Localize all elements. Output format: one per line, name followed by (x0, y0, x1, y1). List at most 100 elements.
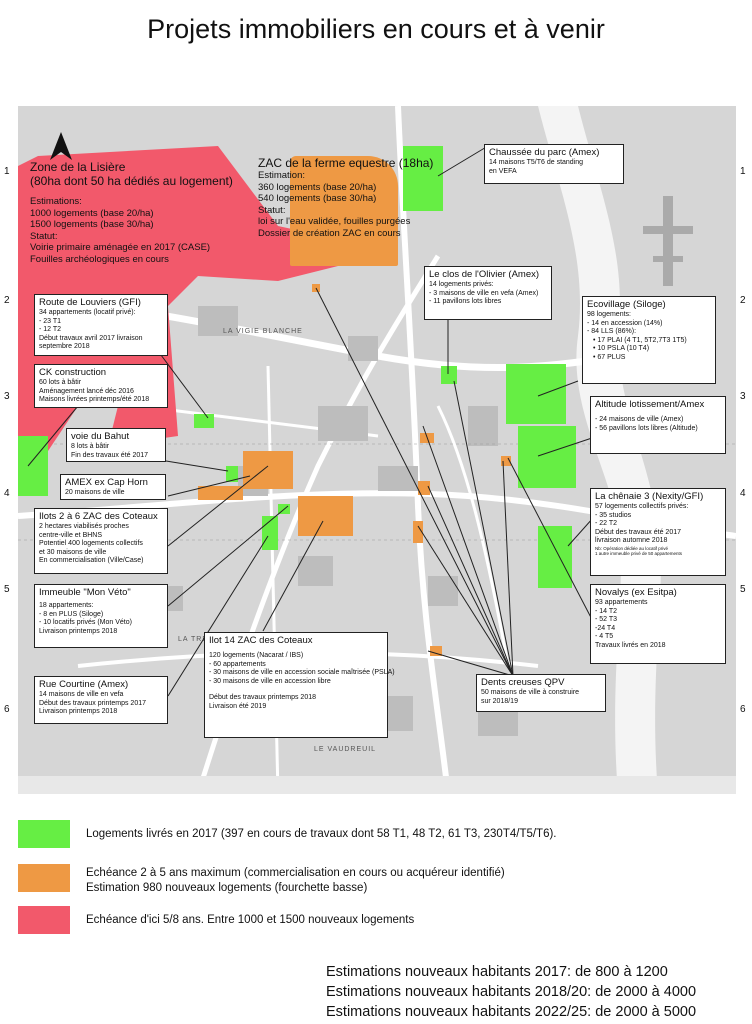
grid-row-label: 2 (740, 295, 746, 306)
callout-line: Début travaux avril 2017 livraison (39, 334, 143, 342)
project-lisiere[interactable]: Zone de la Lisière (80ha dont 50 ha dédi… (30, 160, 233, 265)
callout-line: 93 appartements (595, 599, 648, 606)
callout-line: 14 maisons de ville en vefa (39, 691, 124, 698)
callout-ck[interactable]: CK construction 60 lots à bâtir Aménagem… (34, 364, 168, 408)
grid-row-label: 1 (4, 166, 10, 177)
legend-text-red: Echéance d'ici 5/8 ans. Entre 1000 et 15… (86, 913, 414, 928)
callout-monveto[interactable]: Immeuble "Mon Véto" 18 appartements: - 8… (34, 584, 168, 648)
grid-row-label: 2 (4, 295, 10, 306)
grid-row-label: 5 (4, 584, 10, 595)
orange-zone-ilot14[interactable] (298, 496, 353, 536)
orange-zone-small-3[interactable] (501, 456, 511, 466)
project-line: Fouilles archéologiques en cours (30, 253, 169, 265)
callout-line: Livraison printemps 2018 (39, 708, 118, 716)
orange-zone-small-7[interactable] (198, 486, 243, 500)
estimate-line: Estimations nouveaux habitants 2018/20: … (326, 984, 697, 1000)
orange-zone-small-5[interactable] (413, 521, 423, 543)
north-arrow-icon (50, 132, 72, 160)
callout-line: 20 maisons de ville (65, 489, 125, 496)
callout-line: Livraison été 2019 (209, 702, 267, 710)
callout-line: Fin des travaux été 2017 (71, 451, 149, 459)
callout-line: • 67 PLUS (593, 353, 626, 361)
page-title: Projets immobiliers en cours et à venir (147, 14, 605, 44)
callout-line: • 10 PSLA (10 T4) (593, 345, 650, 353)
orange-zone-small-2[interactable] (418, 481, 430, 495)
project-line: Estimation: (258, 170, 305, 181)
project-line: Voirie primaire aménagée en 2017 (CASE) (30, 242, 211, 253)
green-zone-olivier[interactable] (441, 366, 457, 384)
callout-line: - 3 maisons de ville en vefa (Amex) (429, 289, 539, 297)
callout-chaussee[interactable]: Chaussée du parc (Amex) 14 maisons T5/T6… (484, 144, 624, 184)
callout-line: Livraison printemps 2018 (39, 627, 118, 635)
callout-title: Novalys (ex Esitpa) (595, 587, 677, 598)
callout-title: Immeuble "Mon Véto" (39, 587, 131, 598)
callout-ilot14[interactable]: Ilot 14 ZAC des Coteaux 120 logements (N… (204, 632, 395, 738)
callout-line: - 84 LLS (86%): (587, 328, 637, 336)
callout-line: 1 autre immeuble privé de 50 appartement… (595, 551, 683, 557)
legend-swatch-red (18, 906, 70, 934)
callout-line (209, 686, 383, 694)
callout-line: - 23 T1 (39, 317, 62, 325)
green-zone-bahut[interactable] (226, 466, 238, 482)
callout-line: -24 T4 (595, 624, 616, 632)
green-zone-chenaie[interactable] (538, 526, 572, 588)
legend-line: Estimation 980 nouveaux logements (fourc… (86, 882, 368, 894)
callout-line: - 24 maisons de ville (Amex) (595, 416, 684, 423)
orange-zone-ilots[interactable] (243, 451, 293, 489)
project-line: (80ha dont 50 ha dédiés au logement) (30, 174, 233, 188)
town-map[interactable]: LA VIGIE BLANCHE LA TRÉSORERIE LE VAUDRE… (18, 106, 736, 794)
callout-novalys[interactable]: Novalys (ex Esitpa) 93 appartements - 14… (590, 584, 726, 664)
callout-courtine[interactable]: Rue Courtine (Amex) 14 maisons de ville … (34, 676, 168, 724)
callout-dents[interactable]: Dents creuses QPV 50 maisons de ville à … (476, 674, 606, 712)
callout-louviers[interactable]: Route de Louviers (GFI) 34 appartements … (34, 294, 168, 356)
callout-line: 2 hectares viabilisés proches (39, 523, 129, 530)
callout-olivier[interactable]: Le clos de l'Olivier (Amex) 14 logements… (424, 266, 552, 320)
legend-text-orange: Echéance 2 à 5 ans maximum (commercialis… (86, 866, 505, 896)
callout-line: • 17 PLAI (4 T1, 5T2,7T3 1T5) (593, 336, 687, 344)
grid-row-label: 6 (4, 704, 10, 715)
callout-line: - 12 T2 (39, 326, 62, 334)
callout-title: CK construction (39, 367, 107, 378)
callout-ecovillage[interactable]: Ecovillage (Siloge) 98 logements: - 14 e… (582, 296, 716, 384)
callout-bahut[interactable]: voie du Bahut 8 lots à bâtir Fin des tra… (66, 428, 166, 462)
callout-amex[interactable]: AMEX ex Cap Horn 20 maisons de ville (60, 474, 166, 500)
green-zone-altitude[interactable] (518, 426, 576, 488)
callout-line: 60 lots à bâtir (39, 379, 82, 386)
green-zone-louviers[interactable] (194, 414, 214, 428)
callout-line: septembre 2018 (39, 343, 90, 351)
callout-line: - 22 T2 (595, 520, 618, 528)
project-line: 1500 logements (base 30/ha) (30, 219, 154, 230)
grid-row-label: 5 (740, 584, 746, 595)
callout-line: - 4 T5 (595, 633, 614, 641)
callout-line: - 52 T3 (595, 616, 618, 624)
callout-line: Début des travaux printemps 2017 (39, 699, 147, 707)
orange-zone-small-6[interactable] (430, 646, 442, 656)
callout-title: AMEX ex Cap Horn (65, 477, 148, 488)
grid-row-label: 4 (740, 488, 746, 499)
orange-zone-ferme[interactable] (290, 156, 398, 266)
project-line: Dossier de création ZAC en cours (258, 227, 401, 239)
callout-line: Travaux livrés en 2018 (595, 641, 666, 649)
callout-chenaie[interactable]: La chênaie 3 (Nexity/GFI) 57 logements c… (590, 488, 726, 576)
callout-line: 14 logements privés: (429, 281, 494, 288)
callout-ilots[interactable]: Ilots 2 à 6 ZAC des Coteaux 2 hectares v… (34, 508, 168, 574)
callout-line: 34 appartements (locatif privé): (39, 309, 136, 316)
callout-line: - 30 maisons de ville en accession socia… (209, 669, 395, 677)
callout-line: 98 logements: (587, 311, 631, 318)
callout-title: Le clos de l'Olivier (Amex) (429, 269, 540, 280)
callout-altitude[interactable]: Altitude lotissement/Amex - 24 maisons d… (590, 396, 726, 454)
place-name: LE VAUDREUIL (314, 746, 377, 753)
callout-line: centre-ville et BHNS (39, 531, 103, 539)
callout-line: Nb: Opération dédiée au locatif privé (595, 545, 669, 551)
callout-title: Altitude lotissement/Amex (595, 399, 705, 410)
callout-line: - 10 locatifs privés (Mon Véto) (39, 619, 132, 627)
callout-line: 120 logements (Nacarat / IBS) (209, 652, 304, 659)
green-zone-ecovillage[interactable] (506, 364, 566, 424)
green-zone-west[interactable] (18, 436, 48, 496)
callout-line: Maisons livrées printemps/été 2018 (39, 396, 150, 404)
callout-line: en VEFA (489, 167, 517, 175)
project-title: Zone de la Lisière (30, 160, 126, 174)
legend-text-green: Logements livrés en 2017 (397 en cours d… (86, 827, 557, 842)
green-zone-chaussee[interactable] (403, 146, 443, 211)
project-ferme[interactable]: ZAC de la ferme equestre (18ha) Estimati… (258, 156, 433, 239)
